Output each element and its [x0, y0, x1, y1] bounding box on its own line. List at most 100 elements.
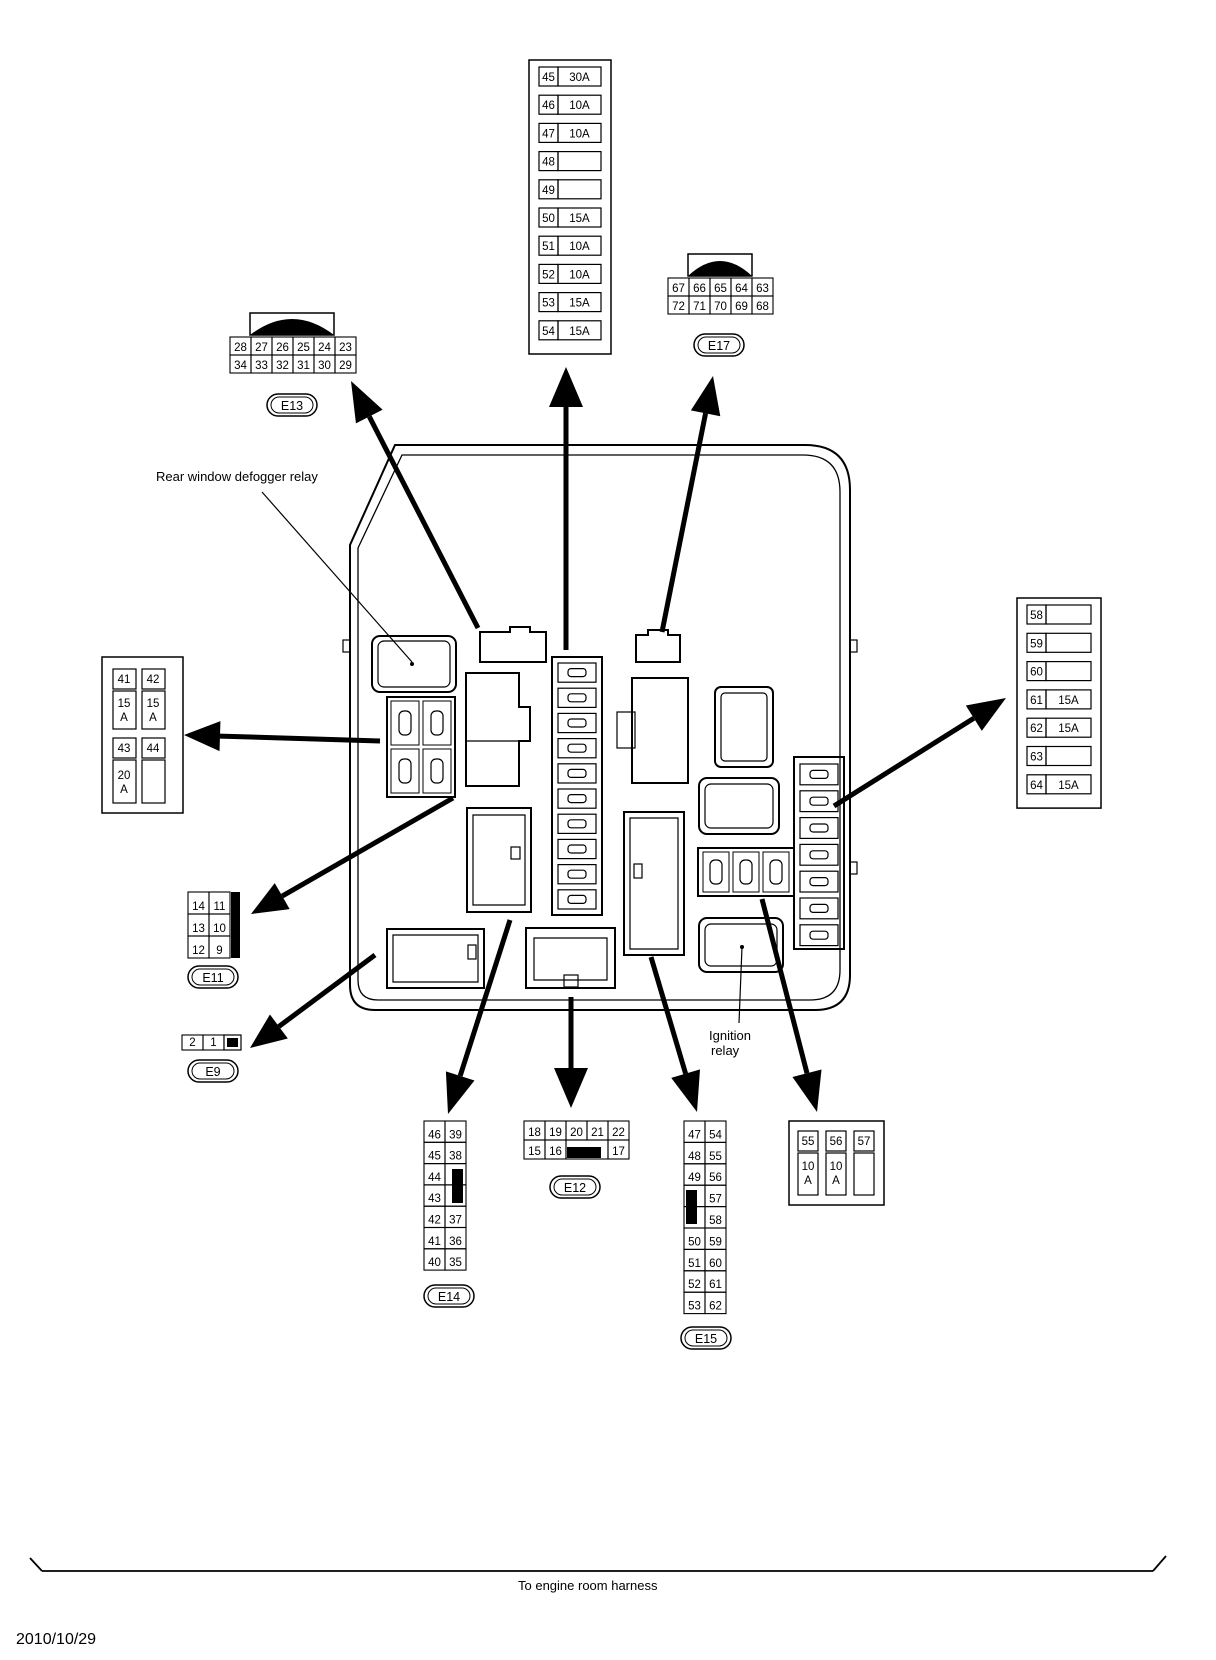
e9-pin-label: 2	[189, 1037, 195, 1049]
fuse_top-amp: 10A	[569, 128, 590, 140]
fuse_top-amp-cell	[557, 179, 602, 200]
fuse_right-num: 64	[1030, 780, 1043, 792]
e12-pin	[607, 1139, 630, 1160]
fuse_right-amp: 15A	[1058, 695, 1079, 707]
fuse_top-amp-cell	[557, 263, 602, 284]
arrows	[184, 367, 1006, 1114]
e15-pin-label: 57	[709, 1194, 722, 1206]
e17-pin-label: 69	[735, 301, 748, 313]
strip-fuse-element	[809, 930, 829, 940]
e15-pin-label: 54	[709, 1129, 722, 1141]
fuse-41-amp-unit: A	[120, 712, 128, 724]
fuse-43-amp-unit: A	[120, 784, 128, 796]
connector-e13-tag	[266, 393, 318, 417]
fuse_right-num: 58	[1030, 610, 1043, 622]
strip-fuse	[557, 763, 597, 784]
rear-defogger-relay-label: Rear window defogger relay	[156, 469, 318, 484]
strip-fuse	[799, 897, 839, 920]
fuse_top-amp: 10A	[569, 241, 590, 253]
fuse_right-num: 62	[1030, 723, 1043, 735]
fuse_top-amp-cell	[557, 94, 602, 115]
arrow-to-e9	[250, 952, 377, 1048]
fuse_top-num: 52	[542, 269, 555, 281]
arrow-to-fuses-45-54	[549, 367, 583, 650]
e15-pin-label: 47	[688, 1129, 701, 1141]
strip-fuse-element	[809, 823, 829, 833]
fuse_top-num: 54	[542, 326, 555, 338]
e11-pin-label: 12	[192, 945, 205, 957]
strip-fuse	[557, 889, 597, 910]
e17-pin-label: 65	[714, 283, 727, 295]
fuse_right-amp-cell	[1045, 689, 1092, 710]
fuse_right-amp-cell	[1045, 774, 1092, 795]
fuse_top-amp-cell	[557, 66, 602, 87]
e14-pin-label: 41	[428, 1236, 441, 1248]
connector-e12-tag	[549, 1175, 601, 1199]
fuse-block-55-57	[697, 847, 795, 897]
e14-pin-label: 42	[428, 1215, 441, 1227]
e15-pin-label: 59	[709, 1236, 722, 1248]
fuse_top-num: 46	[542, 100, 555, 112]
e13-pin-label: 33	[255, 360, 268, 372]
strip-fuse	[799, 790, 839, 813]
connector-e11-tag	[187, 965, 239, 989]
fuse_top-amp: 15A	[569, 326, 590, 338]
connector-e12-name: E12	[564, 1181, 586, 1195]
fuse_right-amp-cell	[1045, 660, 1092, 682]
e15-pin-label: 53	[688, 1301, 701, 1313]
e13-pin-label: 25	[297, 342, 310, 354]
e17-pin-label: 67	[672, 283, 685, 295]
date-stamp: 2010/10/29	[16, 1631, 96, 1648]
connector-e13-name: E13	[281, 399, 303, 413]
e15-pin-label: 49	[688, 1172, 701, 1184]
fuse-55-amp-unit: A	[804, 1175, 812, 1187]
fuse-57-num: 57	[858, 1136, 871, 1148]
fuse_top-num: 49	[542, 185, 555, 197]
fuse_top-num: 48	[542, 157, 555, 169]
e14-pin-label: 36	[449, 1236, 462, 1248]
fuse_top-num: 53	[542, 298, 555, 310]
e13-socket	[479, 626, 547, 663]
e13-pin-label: 32	[276, 360, 289, 372]
strip-fuse	[557, 737, 597, 759]
arrow-to-e13	[351, 381, 481, 630]
strip-fuse	[557, 687, 597, 709]
fuse_top-amp: 15A	[569, 213, 590, 225]
internal-components	[371, 626, 845, 989]
arrow-to-e14	[445, 919, 513, 1114]
e14-pin-label: 45	[428, 1151, 441, 1163]
fuse-56-num: 56	[830, 1136, 843, 1148]
e17-pin-label: 66	[693, 283, 706, 295]
fuse-43-num: 43	[118, 743, 131, 755]
fuse-42-amp-unit: A	[149, 712, 157, 724]
fuse_right-frame	[1016, 597, 1102, 809]
e14-pin-label: 37	[449, 1215, 462, 1227]
strip-fuse	[557, 838, 597, 860]
fuse-56-amp: 10	[830, 1161, 843, 1173]
fuse_right-amp: 15A	[1058, 723, 1079, 735]
fuse_right-amp: 15A	[1058, 780, 1079, 792]
e11-pin-label: 10	[213, 923, 226, 935]
e17-pin-label: 70	[714, 301, 727, 313]
strip-fuse-element	[809, 796, 829, 806]
fuse_right-amp-cell	[1045, 717, 1092, 738]
connector-e14-name: E14	[438, 1290, 460, 1304]
e13-pin-label: 26	[276, 342, 289, 354]
fuse-55-amp: 10	[802, 1161, 815, 1173]
engine-room-harness	[29, 1555, 1167, 1572]
fuse_right-num: 61	[1030, 695, 1043, 707]
fuse_right-num: 60	[1030, 667, 1043, 679]
e15-pin-label: 60	[709, 1258, 722, 1270]
e9-socket	[386, 928, 485, 989]
strip-fuse	[557, 788, 597, 809]
e15-pin-label: 58	[709, 1215, 722, 1227]
ignition-relay-label-line1: Ignition	[709, 1028, 751, 1043]
e15-pin-label: 48	[688, 1151, 701, 1163]
